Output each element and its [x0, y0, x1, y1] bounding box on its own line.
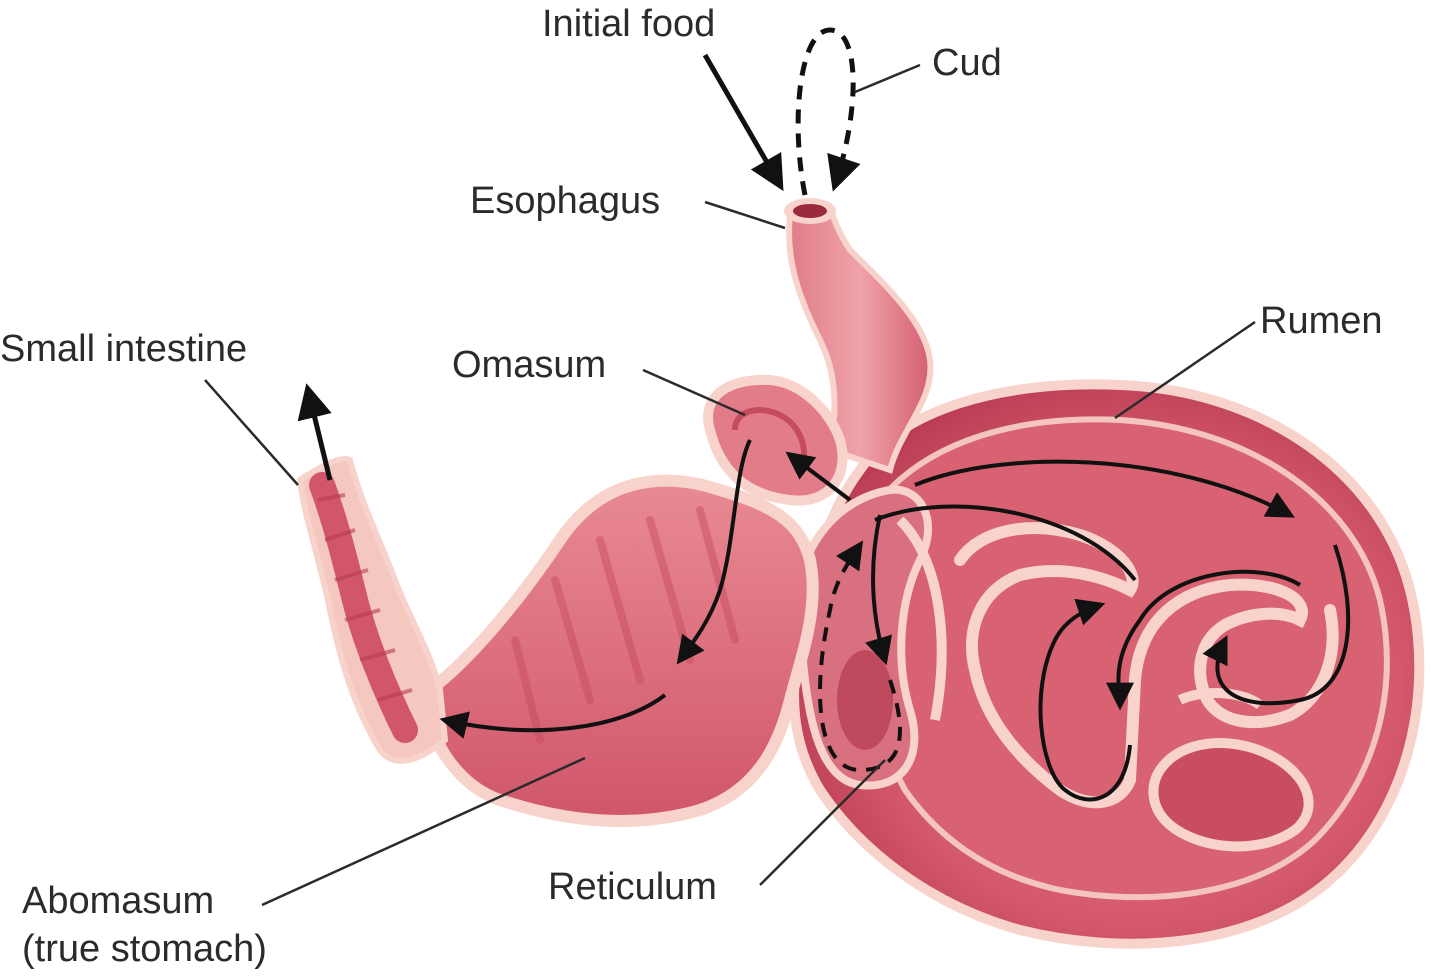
label-esophagus: Esophagus: [470, 180, 661, 222]
label-abomasum-note: (true stomach): [22, 928, 267, 970]
flow-arrows: [297, 27, 1351, 802]
label-reticulum: Reticulum: [548, 866, 717, 908]
small-intestine-shape: [296, 456, 449, 764]
rumen-shape: [789, 379, 1425, 949]
abomasum-shape: [424, 474, 819, 827]
label-cud: Cud: [932, 42, 1002, 84]
omasum-shape: [703, 374, 848, 506]
leader-lines: [204, 63, 1256, 907]
label-abomasum: Abomasum: [22, 880, 215, 922]
label-initial-food: Initial food: [542, 3, 716, 45]
label-rumen: Rumen: [1260, 300, 1383, 342]
label-omasum: Omasum: [452, 344, 607, 386]
label-small-intestine: Small intestine: [0, 328, 248, 370]
esophagus-shape: [784, 198, 934, 474]
